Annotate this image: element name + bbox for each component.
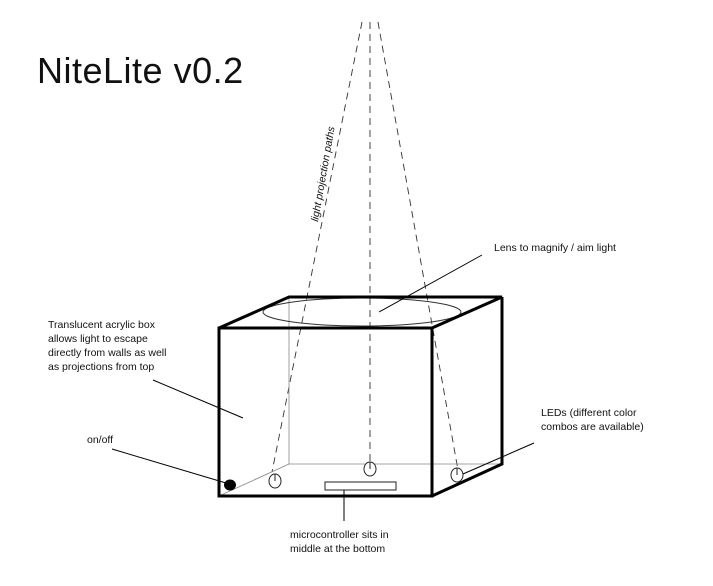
acrylic-box (217, 295, 504, 498)
box-label-line: as projections from top (48, 361, 154, 373)
lens-leader (378, 254, 483, 313)
leds-label: LEDs (different color combos are availab… (541, 407, 644, 433)
leds-leader (462, 442, 535, 475)
projection-label: light projection paths (309, 125, 338, 223)
projection-path-right (377, 21, 459, 471)
left-bottom-edge (218, 463, 290, 497)
box-top-face (218, 295, 503, 330)
leds-label-line: LEDs (different color (541, 407, 637, 419)
led-center (363, 461, 377, 477)
box-label-line: allows light to escape (48, 333, 148, 345)
box-label: Translucent acrylic box allows light to … (48, 319, 166, 373)
leds-label-line: combos are available) (541, 421, 644, 433)
leds (268, 461, 464, 489)
micro-label-line: microcontroller sits in (290, 529, 389, 541)
box-label-line: directly from walls as well (48, 347, 166, 359)
led-left (268, 473, 282, 489)
led-right (450, 467, 464, 483)
on-off-switch (224, 479, 236, 491)
switch-leader (111, 448, 227, 484)
lens (262, 297, 462, 327)
leader-lines (111, 254, 535, 521)
box-label-line: Translucent acrylic box (48, 319, 156, 331)
micro-label-line: middle at the bottom (290, 543, 385, 555)
projection-path-left (271, 21, 363, 473)
microcontroller (324, 481, 397, 491)
box-leader (152, 379, 244, 419)
box-hidden-edges (218, 298, 502, 497)
lens-label: Lens to magnify / aim light (494, 242, 616, 254)
micro-label: microcontroller sits in middle at the bo… (290, 529, 389, 555)
diagram-title: NiteLite v0.2 (37, 50, 244, 91)
projection-paths (271, 21, 459, 473)
box-right-face (431, 297, 504, 498)
switch-label: on/off (87, 434, 113, 446)
box-front-face (217, 326, 434, 498)
